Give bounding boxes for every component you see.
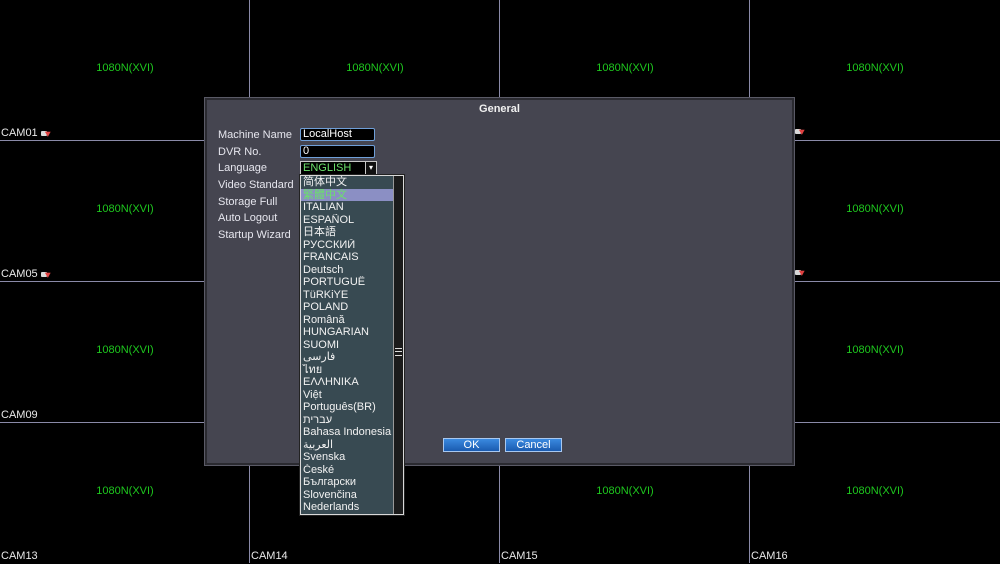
language-option[interactable]: Svenska [303, 451, 346, 463]
language-option[interactable]: Português(BR) [303, 401, 376, 413]
camera-label: CAM13 [1, 550, 38, 562]
recording-icon [40, 270, 51, 279]
general-settings-dialog: General Machine Name LocalHost DVR No. 0… [205, 98, 794, 465]
camera-resolution: 1080N(XVI) [596, 485, 654, 497]
language-option[interactable]: ITALIAN [303, 201, 344, 213]
storage-full-label: Storage Full [218, 196, 278, 208]
camera-name: CAM13 [1, 550, 38, 562]
language-option[interactable]: Việt [303, 388, 322, 401]
camera-resolution: 1080N(XVI) [96, 344, 154, 356]
language-option[interactable]: PORTUGUÊ [303, 276, 366, 288]
camera-tile[interactable]: 1080N(XVI) [750, 141, 1000, 282]
camera-tile[interactable]: 1080N(XVI) CAM13 [0, 423, 250, 564]
language-option[interactable]: العربية [303, 438, 334, 451]
language-option[interactable]: 日本語 [303, 226, 336, 238]
language-select-value: ENGLISH [303, 162, 352, 174]
camera-label [792, 127, 805, 136]
language-option[interactable]: فارسی [303, 351, 336, 363]
language-option[interactable]: HUNGARIAN [303, 326, 370, 338]
language-option[interactable]: ไทย [303, 363, 323, 376]
camera-tile[interactable]: 1080N(XVI) [750, 0, 1000, 141]
language-option[interactable]: 简体中文 [303, 176, 347, 188]
language-option[interactable]: עברית [303, 413, 333, 426]
camera-resolution: 1080N(XVI) [96, 203, 154, 215]
camera-resolution: 1080N(XVI) [346, 62, 404, 74]
recording-icon [795, 268, 805, 277]
language-option[interactable]: SUOMI [303, 338, 340, 351]
camera-label: CAM01 [1, 127, 51, 139]
camera-resolution: 1080N(XVI) [846, 62, 904, 74]
language-option[interactable]: Bahasa Indonesia [303, 426, 392, 438]
camera-resolution: 1080N(XVI) [846, 344, 904, 356]
camera-label: CAM15 [501, 550, 538, 562]
camera-label: CAM05 [1, 268, 51, 280]
camera-tile[interactable]: 1080N(XVI) CAM05 [0, 141, 250, 282]
language-option[interactable]: POLAND [303, 301, 349, 313]
language-select[interactable]: ENGLISH ▾ [300, 161, 377, 175]
language-option[interactable]: 繁體中文 [301, 188, 395, 201]
language-option[interactable]: ESPAÑOL [303, 213, 355, 226]
camera-tile[interactable]: 1080N(XVI) CAM15 [500, 423, 750, 564]
camera-tile[interactable]: 1080N(XVI) [750, 282, 1000, 423]
camera-tile[interactable]: 1080N(XVI) [500, 0, 750, 141]
camera-tile[interactable]: 1080N(XVI) CAM09 [0, 282, 250, 423]
camera-label: CAM09 [1, 409, 38, 421]
camera-resolution: 1080N(XVI) [96, 62, 154, 74]
language-option[interactable]: TüRKiYE [303, 288, 349, 301]
language-option[interactable]: Română [303, 313, 345, 326]
chevron-down-icon[interactable]: ▾ [365, 162, 376, 174]
camera-name: CAM01 [1, 127, 38, 139]
camera-name: CAM16 [751, 550, 788, 562]
language-option[interactable]: РУССКИЙ [303, 238, 356, 251]
camera-tile[interactable]: CAM14 [250, 423, 500, 564]
dialog-title: General [479, 103, 520, 115]
language-option[interactable]: ΕΛΛΗΝΙΚΑ [303, 376, 359, 388]
camera-label: CAM16 [751, 550, 788, 562]
camera-name: CAM05 [1, 268, 38, 280]
auto-logout-label: Auto Logout [218, 212, 278, 224]
language-option[interactable]: České [303, 463, 335, 476]
camera-resolution: 1080N(XVI) [596, 62, 654, 74]
language-option[interactable]: Slovenčina [303, 488, 357, 501]
camera-label [792, 268, 805, 277]
dvr-no-field[interactable]: 0 [300, 145, 375, 158]
camera-name: CAM09 [1, 409, 38, 421]
camera-name: CAM14 [251, 550, 288, 562]
recording-icon [40, 129, 51, 138]
language-option[interactable]: FRANCAIS [303, 251, 359, 263]
camera-resolution: 1080N(XVI) [846, 485, 904, 497]
machine-name-label: Machine Name [218, 129, 292, 141]
language-option[interactable]: Български [303, 476, 356, 488]
camera-name: CAM15 [501, 550, 538, 562]
cancel-button[interactable]: Cancel [505, 438, 562, 452]
dvr-no-label: DVR No. [218, 146, 262, 158]
startup-wizard-label: Startup Wizard [218, 229, 291, 241]
camera-tile[interactable]: 1080N(XVI) CAM01 [0, 0, 250, 141]
camera-resolution: 1080N(XVI) [96, 485, 154, 497]
machine-name-field[interactable]: LocalHost [300, 128, 375, 141]
recording-icon [795, 127, 805, 136]
camera-tile[interactable]: 1080N(XVI) CAM16 [750, 423, 1000, 564]
language-option[interactable]: Nederlands [303, 501, 360, 513]
language-label: Language [218, 162, 267, 174]
dropdown-scrollbar[interactable] [393, 176, 403, 514]
scrollbar-grip-icon[interactable] [395, 348, 402, 356]
language-option[interactable]: Deutsch [303, 263, 344, 276]
camera-label: CAM14 [251, 550, 288, 562]
camera-tile[interactable]: 1080N(XVI) [250, 0, 500, 141]
camera-resolution: 1080N(XVI) [846, 203, 904, 215]
video-standard-label: Video Standard [218, 179, 294, 191]
ok-button[interactable]: OK [443, 438, 500, 452]
